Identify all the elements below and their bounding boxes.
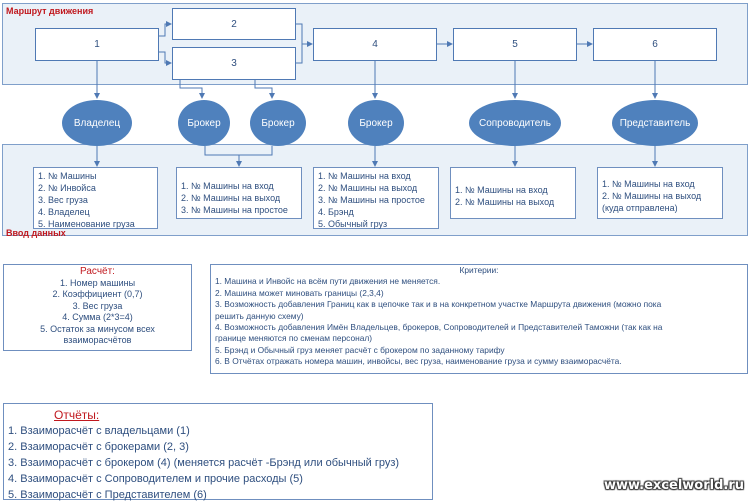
criteria-panel: Критерии: 1. Машина и Инвойс на всём пут… bbox=[210, 264, 748, 374]
arrow-3-broker-b bbox=[254, 80, 275, 99]
arrow-3-broker-a bbox=[179, 80, 205, 99]
role-representative[interactable]: Представитель bbox=[612, 100, 698, 146]
calc-title: Расчёт: bbox=[80, 266, 115, 277]
input-box-escort[interactable]: 1. № Машины на вход 2. № Машины на выход bbox=[450, 167, 576, 219]
input-item: 5. Обычный груз bbox=[318, 219, 388, 229]
arrow-3-4 bbox=[296, 44, 303, 64]
input-title: Ввод данных bbox=[6, 228, 66, 238]
input-item: 2. № Машины на выход bbox=[602, 191, 702, 201]
criteria-item: 1. Машина и Инвойс на всём пути движения… bbox=[215, 276, 441, 287]
arrow-2-4 bbox=[296, 23, 313, 47]
role-escort[interactable]: Сопроводитель bbox=[469, 100, 561, 146]
input-box-owner[interactable]: 1. № Машины 2. № Инвойса 3. Вес груза 4.… bbox=[33, 167, 158, 229]
input-item: 1. № Машины на вход bbox=[455, 185, 548, 195]
criteria-item: 2. Машина может миновать границы (2,3,4) bbox=[215, 287, 384, 298]
criteria-item: 3. Возможность добавления Границ как в ц… bbox=[215, 299, 662, 310]
route-node-2[interactable]: 2 bbox=[172, 8, 296, 40]
criteria-item: 5. Брэнд и Обычный груз меняет расчёт с … bbox=[215, 344, 505, 355]
criteria-title: Критерии: bbox=[459, 265, 499, 275]
input-item: 3. № Машины на простое bbox=[318, 195, 425, 205]
input-item: 1. № Машины на вход bbox=[602, 179, 695, 189]
route-node-3[interactable]: 3 bbox=[172, 47, 296, 80]
route-node-4[interactable]: 4 bbox=[313, 28, 437, 61]
calc-item: 1. Номер машины bbox=[59, 277, 136, 288]
reports-title: Отчёты: bbox=[54, 408, 100, 422]
report-item[interactable]: 5. Взаиморасчёт с Представителем (6) bbox=[8, 489, 207, 501]
input-item: 3. Вес груза bbox=[38, 195, 88, 205]
criteria-item: 6. В Отчётах отражать номера машин, инво… bbox=[215, 356, 622, 367]
report-item[interactable]: 1. Взаиморасчёт с владельцами (1) bbox=[8, 425, 190, 437]
route-title: Маршрут движения bbox=[6, 6, 94, 16]
criteria-item: решить данную схему) bbox=[215, 310, 304, 321]
input-item: 1. № Машины на вход bbox=[318, 171, 411, 181]
report-item[interactable]: 2. Взаиморасчёт с брокерами (2, 3) bbox=[8, 441, 189, 453]
calc-item: 4. Сумма (2*3=4) bbox=[62, 312, 133, 322]
input-box-broker-4[interactable]: 1. № Машины на вход 2. № Машины на выход… bbox=[313, 167, 439, 229]
report-item[interactable]: 4. Взаиморасчёт с Сопроводителем и прочи… bbox=[8, 473, 303, 485]
input-item: 2. № Инвойса bbox=[38, 183, 96, 193]
role-broker-4[interactable]: Брокер bbox=[348, 100, 404, 146]
criteria-item: границе меняются по сменам персонал) bbox=[215, 333, 373, 344]
arrow-brokers-input bbox=[204, 146, 273, 166]
route-node-5[interactable]: 5 bbox=[453, 28, 577, 61]
input-item: 1. № Машины на вход bbox=[181, 181, 274, 191]
calc-item: 3. Вес груза bbox=[72, 300, 123, 311]
input-item: 3. № Машины на простое bbox=[181, 205, 288, 215]
input-item: 2. № Машины на выход bbox=[455, 197, 555, 207]
watermark: www.excelworld.ru bbox=[603, 478, 744, 493]
input-item: 4. Владелец bbox=[38, 207, 90, 217]
input-item: 5. Наименование груза bbox=[38, 219, 135, 229]
calc-item: взаиморасчётов bbox=[63, 335, 132, 345]
role-broker-b[interactable]: Брокер bbox=[250, 100, 306, 146]
calc-panel: Расчёт: 1. Номер машины 2. Коэффициент (… bbox=[3, 264, 192, 351]
report-item[interactable]: 3. Взаиморасчёт с брокером (4) (меняется… bbox=[8, 457, 400, 469]
calc-item: 2. Коэффициент (0,7) bbox=[52, 289, 143, 299]
role-owner[interactable]: Владелец bbox=[62, 100, 132, 146]
input-item: 2. № Машины на выход bbox=[318, 183, 418, 193]
input-box-representative[interactable]: 1. № Машины на вход 2. № Машины на выход… bbox=[597, 167, 723, 219]
arrow-1-2 bbox=[159, 21, 172, 37]
input-item: 2. № Машины на выход bbox=[181, 193, 281, 203]
input-item: (куда отправлена) bbox=[602, 203, 678, 213]
input-item: 1. № Машины bbox=[38, 171, 97, 181]
route-node-1[interactable]: 1 bbox=[35, 28, 159, 61]
input-item: 4. Брэнд bbox=[318, 207, 354, 217]
calc-item: 5. Остаток за минусом всех bbox=[40, 323, 155, 334]
role-broker-a[interactable]: Брокер bbox=[178, 100, 230, 146]
reports-panel: Отчёты: 1. Взаиморасчёт с владельцами (1… bbox=[3, 403, 433, 501]
criteria-item: 4. Возможность добавления Имён Владельце… bbox=[215, 322, 663, 333]
route-node-6[interactable]: 6 bbox=[593, 28, 717, 61]
arrow-1-3 bbox=[159, 51, 172, 66]
input-box-brokers[interactable]: 1. № Машины на вход 2. № Машины на выход… bbox=[176, 167, 302, 219]
